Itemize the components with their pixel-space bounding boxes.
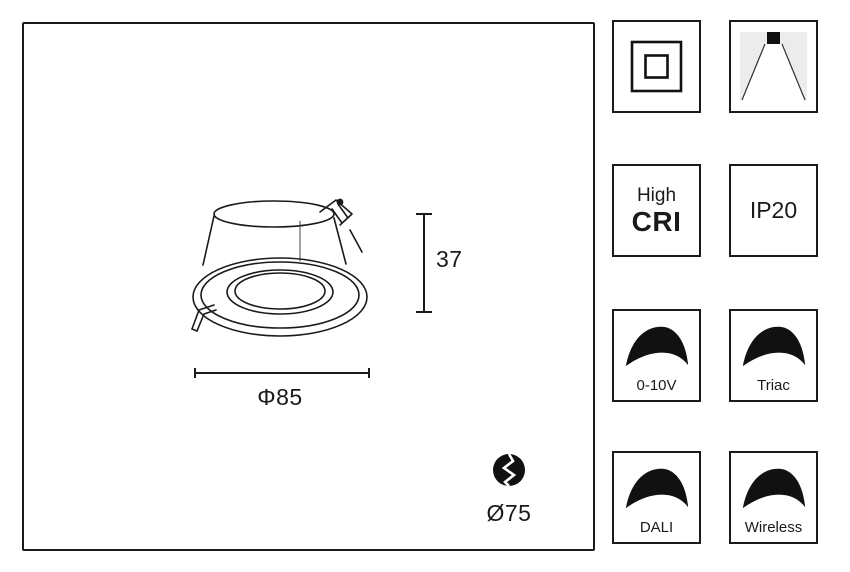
diameter-dimension-label: Φ85	[257, 384, 303, 410]
can-left-side	[202, 215, 215, 266]
cutout-dimension-label: Ø75	[486, 500, 532, 526]
opening-outer-ellipse	[226, 269, 334, 315]
trim-outer-ellipse	[192, 257, 368, 337]
dimming-curve-icon	[742, 326, 805, 367]
diameter-dimension-line	[194, 368, 370, 378]
dimming-curve-icon	[625, 468, 688, 509]
height-dimension-line	[416, 213, 432, 313]
spring-clip-wire-2	[331, 208, 343, 224]
mounting-tab-outer	[191, 304, 215, 330]
dimming-wireless-label: Wireless	[744, 519, 803, 536]
dimming-0-10v-badge: 0-10V	[612, 309, 701, 402]
mounting-tab-end	[191, 328, 198, 332]
product-drawing-panel: 37 Φ85 Ø75	[22, 22, 595, 551]
beam-angle-icon	[740, 32, 807, 101]
dimming-dali-label: DALI	[639, 519, 674, 536]
can-top-ellipse	[213, 200, 335, 228]
spring-clip-arm	[349, 229, 363, 253]
dimming-curve-icon	[742, 468, 805, 509]
ip-rating-label: IP20	[749, 197, 798, 223]
spring-clip-wire	[337, 203, 349, 219]
trim-bevel-ellipse	[200, 261, 360, 329]
height-dimension-label: 37	[436, 246, 463, 272]
opening-inner-ellipse	[234, 272, 326, 310]
high-cri-badge: High CRI	[612, 164, 701, 257]
beam-angle-badge	[729, 20, 818, 113]
class-ii-badge	[612, 20, 701, 113]
spring-clip-icon	[319, 199, 353, 226]
spring-clip-coil	[336, 198, 344, 206]
high-cri-top-label: High	[636, 184, 677, 206]
downlight-technical-drawing	[191, 198, 525, 487]
cutout-icon	[493, 453, 525, 487]
can-right-side	[333, 217, 347, 265]
dimming-dali-badge: DALI	[612, 451, 701, 544]
mounting-tab-inner	[196, 309, 217, 332]
ip-rating-badge: IP20	[729, 164, 818, 257]
dimming-curve-icon	[625, 326, 688, 367]
dimming-triac-label: Triac	[757, 377, 790, 394]
dimming-triac-badge: Triac	[729, 309, 818, 402]
dimming-0-10v-label: 0-10V	[636, 377, 677, 394]
high-cri-main-label: CRI	[631, 205, 682, 237]
dimming-wireless-badge: Wireless	[729, 451, 818, 544]
class-ii-insulation-icon	[630, 40, 683, 93]
